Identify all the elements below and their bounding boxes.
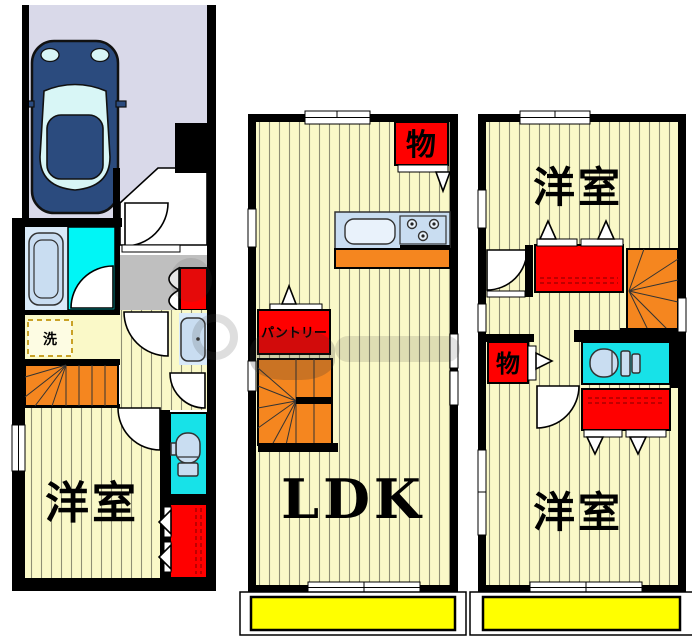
window <box>247 208 459 406</box>
floor3-plan: 洋室 <box>469 110 692 636</box>
folding-door <box>585 436 605 456</box>
bathtub-icon <box>28 232 64 306</box>
folding-door <box>538 219 558 240</box>
toilet-icon <box>589 348 641 378</box>
storage-closet: 物 <box>394 121 452 194</box>
bedroom: 洋室 <box>25 407 161 578</box>
kitchen <box>334 211 451 269</box>
car-top-view-icon <box>23 39 127 215</box>
bedroom-bottom-label: 洋室 <box>533 488 623 537</box>
kitchen-counter <box>334 248 451 269</box>
storage-label: 物 <box>496 349 520 378</box>
closet <box>157 503 208 579</box>
hallway <box>486 245 533 298</box>
door-arc <box>536 385 580 429</box>
door-arc <box>70 265 114 309</box>
floor2-plan: 物 パントリー <box>239 110 467 636</box>
folding-door <box>596 219 616 240</box>
bifold-door <box>157 508 172 536</box>
folding-door <box>535 351 554 371</box>
stairs-icon <box>620 248 680 337</box>
pantry-label: パントリー <box>261 326 327 341</box>
floor1-plan: 洗 洋室 <box>11 5 216 591</box>
folding-door <box>280 283 298 305</box>
folding-door <box>434 171 452 194</box>
laundry-label: 洗 <box>43 331 57 348</box>
ldk-label: LDK <box>281 467 425 531</box>
storage-label: 物 <box>406 128 436 163</box>
washbasin-icon <box>180 317 206 362</box>
window <box>477 189 687 536</box>
bifold-door <box>157 543 172 571</box>
pantry: パントリー <box>257 283 331 355</box>
toilet-room <box>169 412 208 496</box>
toilet-icon <box>170 432 201 477</box>
kitchen-sink-icon <box>344 218 396 245</box>
bathroom <box>25 226 116 311</box>
stove-burners-icon <box>399 215 447 245</box>
washer-space-dashed-box <box>27 319 73 357</box>
stairs-icon <box>24 364 119 407</box>
storage-closet: 物 <box>486 334 554 384</box>
window <box>11 424 26 472</box>
window <box>519 110 591 125</box>
closet <box>581 388 671 456</box>
balcony <box>239 591 467 636</box>
window <box>304 110 371 125</box>
stairs-icon <box>257 358 338 452</box>
hallway <box>120 310 207 410</box>
bedroom-top-label: 洋室 <box>533 163 623 212</box>
closet <box>179 267 208 311</box>
garage <box>23 5 207 220</box>
closet <box>534 219 624 293</box>
balcony <box>469 591 692 636</box>
door-arc <box>169 372 206 409</box>
walls <box>12 5 216 591</box>
laundry-room: 洗 <box>25 315 120 359</box>
folding-door <box>628 436 648 456</box>
entrance-hall <box>120 255 208 313</box>
door-arc <box>123 311 169 357</box>
toilet-room <box>574 330 680 388</box>
door-arc <box>117 407 161 451</box>
bedroom-label: 洋室 <box>45 478 139 529</box>
